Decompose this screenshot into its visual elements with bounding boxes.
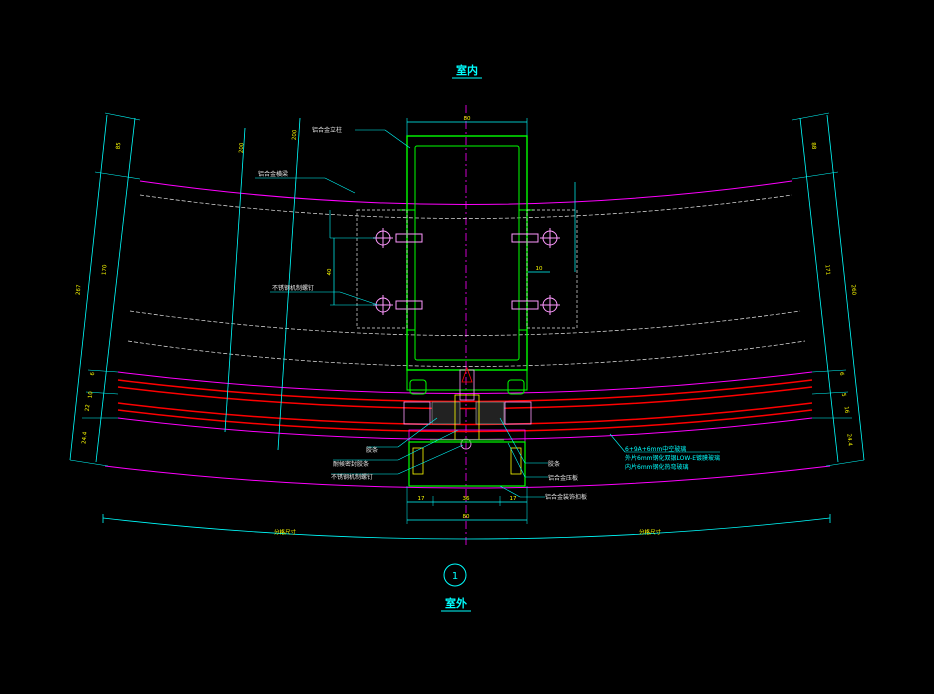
left-dim-line-outer [69, 114, 108, 461]
left-upper-dim: 85 [116, 142, 123, 150]
bolt-vertical-dim: 40 [327, 268, 333, 275]
outer-face-line [104, 465, 831, 489]
bolt-upper-right [511, 228, 560, 248]
left-depth-line-1 [224, 127, 246, 433]
glass-outer-pane-1 [117, 379, 813, 403]
left-bracket-hidden [356, 209, 408, 329]
division-label-left: 分格尺寸 [274, 528, 297, 536]
division-dimension-arc [102, 517, 831, 540]
transom-outline-hidden [139, 194, 793, 219]
outdoor-title: 室外 [445, 596, 467, 610]
left-a-dim: 6 [90, 371, 96, 376]
bolt-horizontal-dim: 10 [536, 266, 543, 272]
right-d-dim: 24.4 [845, 433, 852, 446]
bolt-upper-left [373, 228, 423, 248]
indoor-title: 室内 [456, 63, 478, 77]
label-aluminum-transom: 铝合金横梁 [258, 170, 288, 178]
bottom-overall-dim: 80 [463, 514, 470, 520]
transom-outline-top [139, 180, 793, 205]
bolt-lower-right [511, 295, 560, 315]
aluminum-mullion-inner [414, 145, 520, 361]
right-bracket-hidden [526, 209, 578, 329]
label-weather-sealant: 耐候密封胶条 [333, 460, 369, 468]
bottom-left-dim: 17 [418, 496, 425, 502]
label-glass-line2: 外片6mm钢化双银LOW-E镀膜玻璃 [625, 454, 720, 462]
bottom-right-dim: 17 [510, 496, 517, 502]
right-outer-dim: 260 [849, 284, 856, 296]
right-upper-dim: 88 [810, 142, 817, 150]
label-rubber-strip-right: 胶条 [548, 460, 560, 468]
left-depth-dim: 200 [239, 142, 246, 153]
right-mid-dim: 171 [823, 264, 830, 275]
right-dim-line-inner [799, 117, 839, 463]
glass-inner-pane-1 [117, 402, 813, 426]
left-dim-line-inner [95, 117, 136, 463]
left-mid-dim: 170 [101, 264, 108, 276]
left-c-dim: 22 [85, 404, 92, 412]
mullion-width-dim: 80 [464, 116, 471, 122]
division-label-right: 分格尺寸 [639, 528, 662, 536]
glass-outline-top [117, 371, 813, 394]
transom-inner-hidden-1 [129, 310, 801, 336]
right-c-dim: 16 [843, 406, 850, 414]
label-aluminum-cover: 铝合金装饰扣板 [545, 493, 587, 501]
glass-outer-pane-2 [117, 386, 813, 410]
right-a-dim: 6 [838, 372, 844, 377]
transom-inner-hidden-2 [127, 340, 806, 367]
left-outer-dim: 267 [75, 284, 82, 296]
label-stainless-bolt-upper: 不锈钢机制螺钉 [272, 284, 314, 292]
left-depth-line-2 [277, 117, 301, 451]
right-b-dim: 5 [840, 393, 846, 398]
detail-number-circle [443, 563, 467, 587]
left-d-dim: 24.4 [81, 431, 88, 444]
glass-outline-bottom [117, 417, 813, 440]
left-b-dim: 10 [88, 391, 95, 399]
bottom-mid-dim: 36 [463, 496, 470, 502]
glass-inner-pane-2 [117, 409, 813, 433]
glazing-assembly [403, 366, 532, 487]
label-glass-line3: 内片6mm钢化热弯玻璃 [625, 463, 689, 471]
label-stainless-bolt-lower: 不锈钢机制螺钉 [331, 473, 373, 481]
label-rubber-strip-left: 胶条 [366, 446, 378, 454]
left-depth-dim-2: 200 [292, 129, 299, 140]
detail-number: 1 [452, 571, 458, 582]
label-glass-line1: 6+9A+6mm中空玻璃 [625, 445, 686, 453]
label-aluminum-pressure-plate: 铝合金压板 [548, 474, 578, 482]
label-aluminum-mullion: 铝合金立柱 [312, 126, 342, 134]
